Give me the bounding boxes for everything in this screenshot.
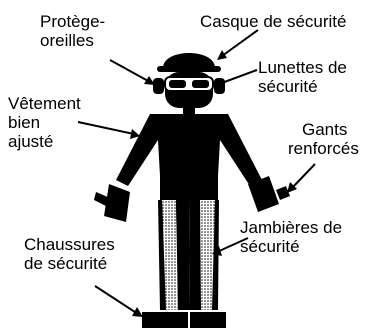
label-gloves-line2: renforcés bbox=[288, 139, 359, 158]
label-ear-protection: Protège- oreilles bbox=[40, 12, 105, 50]
label-clothing-line3: ajusté bbox=[8, 132, 81, 151]
label-shoes-line2: de sécurité bbox=[24, 254, 115, 273]
label-goggles: Lunettes de sécurité bbox=[258, 58, 347, 96]
label-clothing-line1: Vêtement bbox=[8, 94, 81, 113]
label-ear-protection-line1: Protège- bbox=[40, 12, 105, 31]
label-shin-guards: Jambières de sécurité bbox=[240, 218, 342, 256]
safety-helmet bbox=[157, 53, 221, 72]
neck bbox=[183, 106, 195, 114]
label-shin-guards-line1: Jambières de bbox=[240, 218, 342, 237]
torso bbox=[116, 114, 262, 186]
label-clothing-line2: bien bbox=[8, 113, 81, 132]
label-shoes-line1: Chaussures bbox=[24, 235, 115, 254]
label-helmet: Casque de sécurité bbox=[200, 12, 346, 31]
label-ear-protection-line2: oreilles bbox=[40, 31, 105, 50]
label-gloves-line1: Gants bbox=[288, 120, 359, 139]
label-clothing: Vêtement bien ajusté bbox=[8, 94, 81, 151]
label-goggles-line1: Lunettes de bbox=[258, 58, 347, 77]
label-helmet-line1: Casque de sécurité bbox=[200, 12, 346, 31]
safety-shoes bbox=[142, 312, 226, 328]
safety-goggles bbox=[165, 77, 213, 91]
label-shin-guards-line2: sécurité bbox=[240, 237, 342, 256]
label-shoes: Chaussures de sécurité bbox=[24, 235, 115, 273]
label-gloves: Gants renforcés bbox=[288, 120, 359, 158]
label-goggles-line2: sécurité bbox=[258, 77, 347, 96]
